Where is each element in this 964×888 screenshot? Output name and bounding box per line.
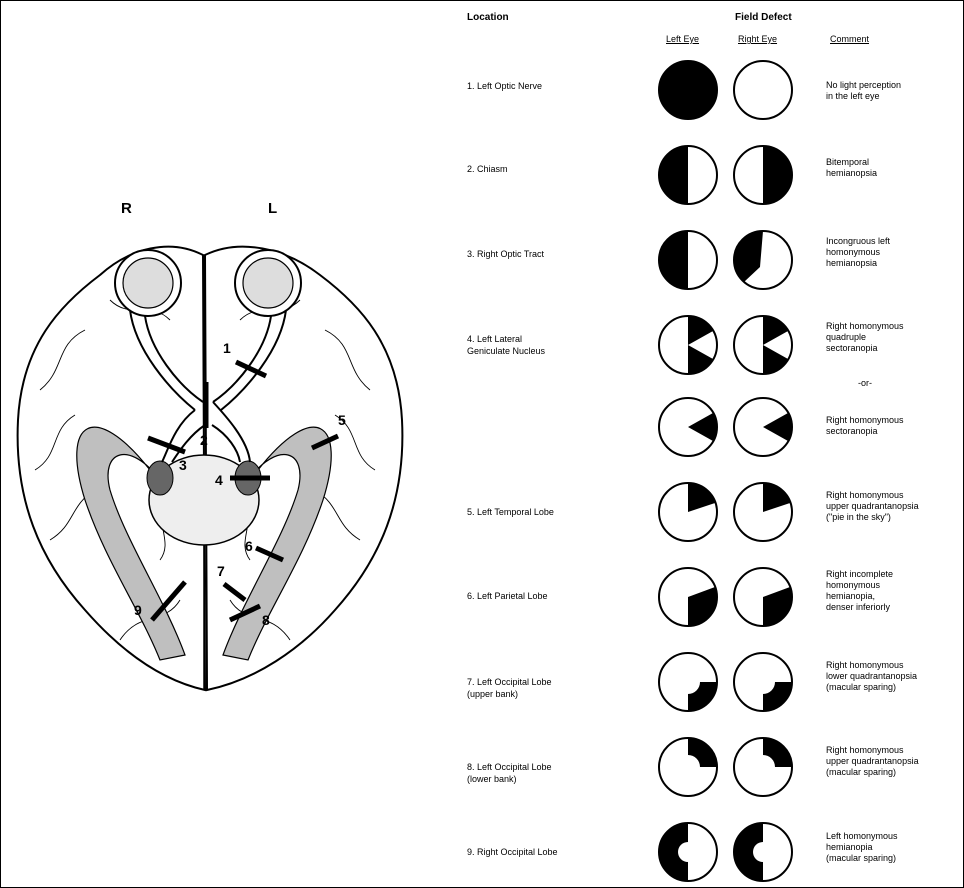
lesion-label-7: 7 [217, 563, 225, 579]
vf-4-alt-right-eye [732, 396, 794, 458]
location-header: Location [467, 12, 509, 23]
vf-9-right-eye [732, 821, 794, 883]
location-4: 4. Left Lateral Geniculate Nucleus [467, 333, 545, 357]
vf-8-right-eye [732, 736, 794, 798]
comment-7: Right homonymous lower quadrantanopsia (… [826, 660, 917, 693]
vf-4-left-eye [657, 314, 719, 376]
right-lgn [147, 461, 173, 495]
vf-1-right-eye [732, 59, 794, 121]
comment-4-alt: Right homonymous sectoranopia [826, 415, 904, 437]
comment-5: Right homonymous upper quadrantanopsia (… [826, 490, 919, 523]
location-8: 8. Left Occipital Lobe (lower bank) [467, 761, 552, 785]
lesion-label-6: 6 [245, 538, 253, 554]
location-6: 6. Left Parietal Lobe [467, 590, 548, 602]
vf-5-right-eye [732, 481, 794, 543]
vf-1-left-eye [657, 59, 719, 121]
comment-4: Right homonymous quadruple sectoranopia [826, 321, 904, 354]
lesion-label-9: 9 [134, 602, 142, 618]
location-1: 1. Left Optic Nerve [467, 80, 542, 92]
vf-2-right-eye [732, 144, 794, 206]
vf-6-right-eye [732, 566, 794, 628]
vf-4-alt-left-eye [657, 396, 719, 458]
location-3: 3. Right Optic Tract [467, 248, 544, 260]
comment-header: Comment [830, 34, 869, 44]
vf-7-left-eye [657, 651, 719, 713]
comment-9: Left homonymous hemianopia (macular spar… [826, 831, 898, 864]
right-eye-header: Right Eye [738, 34, 777, 44]
lesion-label-4: 4 [215, 472, 223, 488]
comment-2: Bitemporal hemianopsia [826, 157, 877, 179]
lesion-label-1: 1 [223, 340, 231, 356]
vf-6-left-eye [657, 566, 719, 628]
vf-3-left-eye [657, 229, 719, 291]
location-2: 2. Chiasm [467, 163, 508, 175]
vf-8-left-eye [657, 736, 719, 798]
comment-4-or: -or- [858, 378, 872, 389]
comment-8: Right homonymous upper quadrantanopsia (… [826, 745, 919, 778]
lesion-label-8: 8 [262, 612, 270, 628]
lesion-label-2: 2 [200, 432, 208, 448]
comment-3: Incongruous left homonymous hemianopsia [826, 236, 890, 269]
field-defect-header: Field Defect [735, 12, 792, 23]
side-label-left: L [268, 200, 277, 217]
lesion-label-3: 3 [179, 457, 187, 473]
side-label-right: R [121, 200, 132, 217]
location-7: 7. Left Occipital Lobe (upper bank) [467, 676, 552, 700]
location-5: 5. Left Temporal Lobe [467, 506, 554, 518]
comment-6: Right incomplete homonymous hemianopia, … [826, 569, 893, 613]
comment-1: No light perception in the left eye [826, 80, 901, 102]
vf-7-right-eye [732, 651, 794, 713]
left-eye-header: Left Eye [666, 34, 699, 44]
vf-5-left-eye [657, 481, 719, 543]
location-9: 9. Right Occipital Lobe [467, 846, 558, 858]
vf-2-left-eye [657, 144, 719, 206]
vf-3-right-eye [732, 229, 794, 291]
brain-illustration [0, 0, 440, 888]
lesion-label-5: 5 [338, 412, 346, 428]
vf-4-right-eye [732, 314, 794, 376]
vf-9-left-eye [657, 821, 719, 883]
